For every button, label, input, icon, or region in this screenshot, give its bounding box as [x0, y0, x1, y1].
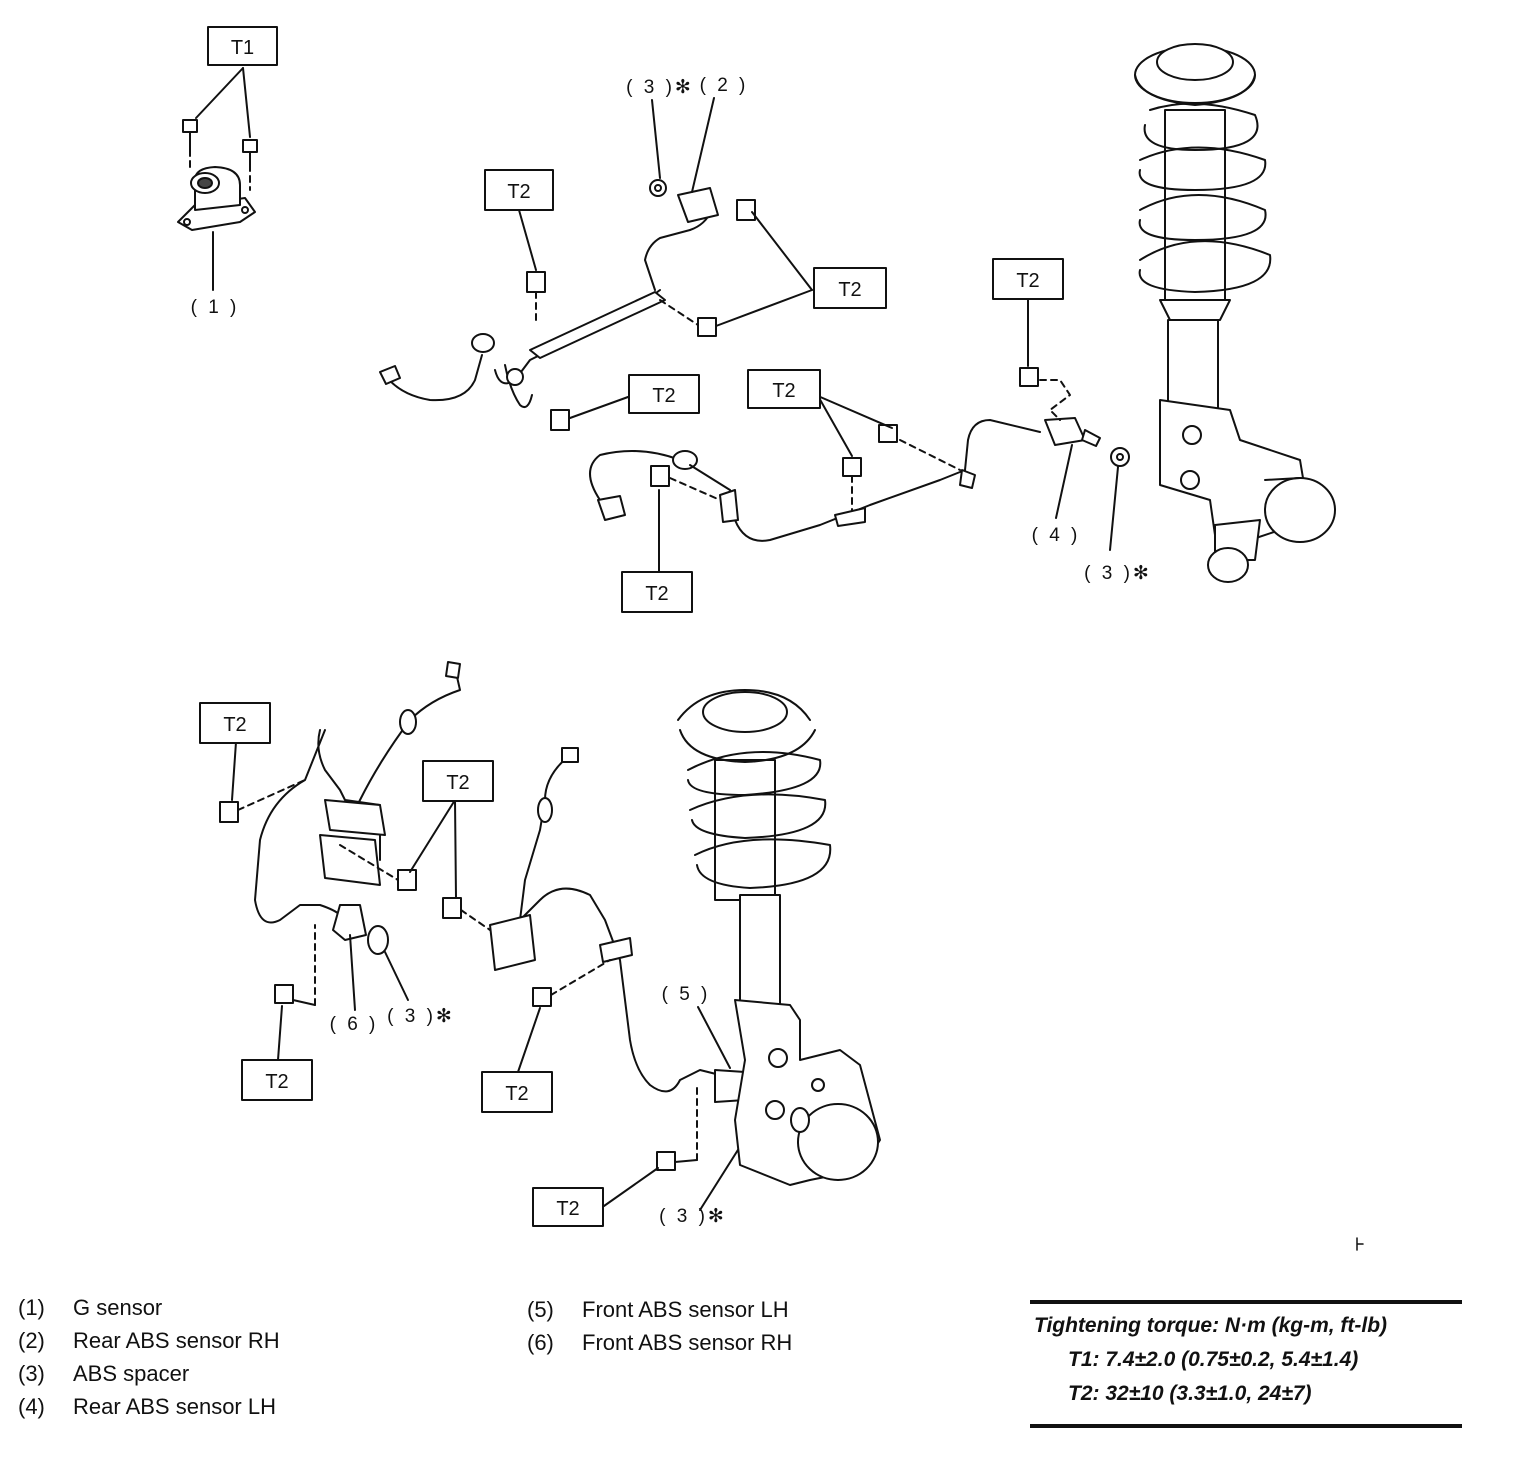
legend-item: (6)Front ABS sensor RH	[527, 1330, 793, 1355]
callout-t2: T2	[532, 1187, 604, 1227]
bolt-t2-harness-4	[550, 409, 570, 431]
front-abs-sensor-rh-harness	[254, 661, 461, 955]
callout-t2: T2	[481, 1071, 553, 1113]
g-sensor	[177, 166, 256, 231]
front-strut-assembly	[677, 689, 881, 1186]
bolt-t2-rear-lh-2	[842, 457, 862, 511]
svg-text:T2: T2	[1016, 270, 1039, 292]
legend-item: (2)Rear ABS sensor RH	[18, 1328, 280, 1353]
abs-spacer-front-rh	[367, 925, 389, 955]
leader-5	[697, 1006, 731, 1069]
torque-spec-box: Tightening torque: N·m (kg-m, ft-lb) T1:…	[1030, 1300, 1462, 1428]
label-3-asterisk: ( 3 )✻	[626, 77, 694, 98]
svg-text:T2: T2	[838, 279, 861, 301]
svg-text:T2: T2	[223, 714, 246, 736]
label-5: ( 5 )	[662, 984, 711, 1005]
label-3-asterisk: ( 3 )✻	[1084, 563, 1152, 584]
callout-t2: T2	[747, 369, 821, 409]
callout-t2: T2	[813, 267, 887, 309]
bolt-t2-front-rh-1	[219, 779, 306, 823]
bolt-t2-front-lh-3	[656, 1084, 698, 1171]
callout-t2: T2	[621, 571, 693, 613]
callout-t2: T2	[628, 374, 700, 414]
leader-2	[691, 97, 715, 193]
label-1: ( 1 )	[191, 297, 240, 318]
callout-t1: T1	[207, 26, 278, 66]
legend-item: (1)G sensor	[18, 1295, 163, 1320]
torque-title: Tightening torque: N·m (kg-m, ft-lb)	[1034, 1314, 1388, 1337]
bolt-t2-harness-3	[659, 299, 717, 337]
abs-spacer-rear	[1110, 447, 1130, 467]
rear-abs-sensor-rh-harness	[379, 179, 719, 408]
bolt-t2-front-rh-3	[274, 924, 316, 1006]
svg-text:T2: T2	[265, 1071, 288, 1093]
front-abs-sensor-lh-harness	[489, 747, 777, 1117]
legend-right: (5)Front ABS sensor LH (6)Front ABS sens…	[527, 1293, 792, 1359]
bolt-t2-front-rh-2	[339, 844, 417, 891]
leader-4	[1055, 444, 1073, 519]
svg-text:T2: T2	[507, 181, 530, 203]
legend-item: (5)Front ABS sensor LH	[527, 1297, 789, 1322]
leader-6	[349, 934, 356, 1011]
bolt-t2-rear-lh-3	[650, 465, 721, 501]
bolt-t1-a	[182, 119, 198, 171]
label-3-asterisk: ( 3 )✻	[387, 1006, 455, 1027]
callout-t2: T2	[199, 702, 271, 744]
torque-t2: T2: 32±10 (3.3±1.0, 24±7)	[1068, 1382, 1312, 1405]
callout-t2: T2	[484, 169, 554, 211]
svg-text:T1: T1	[231, 37, 254, 59]
bolt-t2-rear-lh-1	[878, 424, 961, 471]
callout-t2: T2	[422, 760, 494, 802]
svg-text:T2: T2	[772, 380, 795, 402]
svg-text:T2: T2	[556, 1198, 579, 1220]
legend-left: (1)G sensor (2)Rear ABS sensor RH (3)ABS…	[18, 1291, 280, 1423]
callout-t2: T2	[992, 258, 1064, 300]
legend-item: (3)ABS spacer	[18, 1361, 190, 1386]
label-6: ( 6 )	[330, 1014, 379, 1035]
bolt-t2-harness-2	[736, 199, 756, 221]
rear-abs-sensor-lh-harness	[589, 417, 1101, 542]
bolt-t2-rear-lh-4	[1019, 367, 1071, 421]
bolt-t2-front-lh-2	[532, 959, 611, 1007]
bolt-t1-b	[242, 139, 258, 191]
callout-t2: T2	[241, 1059, 313, 1101]
label-2: ( 2 )	[700, 75, 749, 96]
svg-text:T2: T2	[652, 385, 675, 407]
label-3-asterisk: ( 3 )✻	[659, 1206, 727, 1227]
bolt-t2-harness-1	[526, 271, 546, 321]
svg-text:T2: T2	[645, 583, 668, 605]
rear-strut-assembly	[1134, 43, 1336, 583]
label-4: ( 4 )	[1032, 525, 1081, 546]
bolt-t2-front-lh-1	[442, 897, 491, 931]
legend-item: (4)Rear ABS sensor LH	[18, 1394, 276, 1419]
svg-text:T2: T2	[505, 1083, 528, 1105]
svg-text:T2: T2	[446, 772, 469, 794]
torque-t1: T1: 7.4±2.0 (0.75±0.2, 5.4±1.4)	[1068, 1348, 1359, 1371]
